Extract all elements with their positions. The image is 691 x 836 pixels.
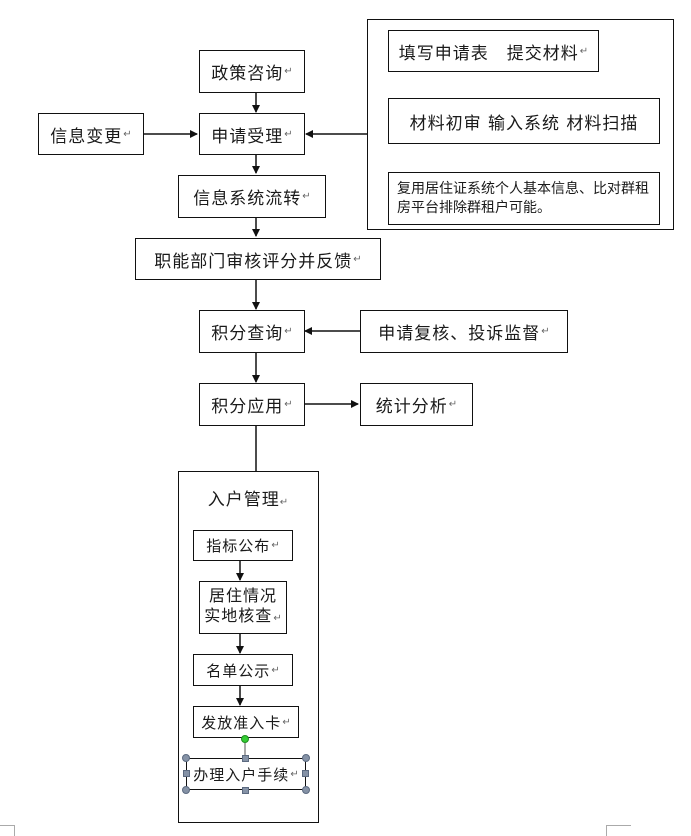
- score-query-box[interactable]: 积分查询↵: [199, 310, 305, 353]
- review-complaint-box[interactable]: 申请复核、投诉监督↵: [360, 310, 568, 353]
- initial-check-label: 材料初审 输入系统 材料扫描: [409, 113, 639, 134]
- return-mark-icon: ↵: [282, 716, 291, 728]
- reuse-info-box[interactable]: 复用居住证系统个人基本信息、比对群租房平台排除群租户可能。: [388, 172, 660, 225]
- issue-card-label: 发放准入卡: [201, 713, 282, 732]
- score-apply-box[interactable]: 积分应用↵: [199, 383, 305, 426]
- initial-check-box[interactable]: 材料初审 输入系统 材料扫描: [388, 98, 660, 144]
- reuse-info-label: 复用居住证系统个人基本信息、比对群租房平台排除群租户可能。: [397, 180, 649, 216]
- return-mark-icon: ↵: [273, 613, 282, 624]
- dept-review-label: 职能部门审核评分并反馈: [154, 251, 353, 272]
- return-mark-icon: ↵: [271, 540, 280, 551]
- resize-handle-top-right[interactable]: [302, 754, 310, 762]
- return-mark-icon: ↵: [284, 128, 293, 140]
- return-mark-icon: ↵: [271, 664, 280, 676]
- dept-review-box[interactable]: 职能部门审核评分并反馈↵: [135, 238, 381, 280]
- review-complaint-label: 申请复核、投诉监督: [378, 324, 541, 344]
- publish-quota-box[interactable]: 指标公布↵: [193, 530, 293, 561]
- apply-accept-box[interactable]: 申请受理↵: [199, 113, 305, 155]
- publish-quota-label: 指标公布: [206, 537, 271, 555]
- apply-accept-label: 申请受理: [211, 126, 284, 147]
- return-mark-icon: ↵: [353, 253, 362, 265]
- site-check-box[interactable]: 居住情况 实地核查↵: [199, 581, 287, 634]
- list-publicity-box[interactable]: 名单公示↵: [193, 654, 293, 686]
- info-flow-box[interactable]: 信息系统流转↵: [178, 175, 326, 218]
- return-mark-icon: ↵: [290, 768, 299, 780]
- return-mark-icon: ↵: [541, 326, 550, 337]
- site-check-line2: 实地核查: [204, 606, 273, 625]
- fill-form-label: 填写申请表 提交材料: [398, 43, 579, 64]
- resize-handle-right[interactable]: [302, 770, 309, 777]
- return-mark-icon: ↵: [279, 497, 290, 508]
- page-corner-mark-right: [606, 825, 631, 836]
- household-title: 入户管理↵: [207, 490, 290, 510]
- resize-handle-top[interactable]: [242, 755, 249, 762]
- issue-card-box[interactable]: 发放准入卡↵: [193, 706, 299, 738]
- return-mark-icon: ↵: [284, 399, 293, 410]
- return-mark-icon: ↵: [284, 66, 293, 77]
- fill-form-box[interactable]: 填写申请表 提交材料↵: [388, 30, 599, 72]
- resize-handle-top-left[interactable]: [182, 754, 190, 762]
- return-mark-icon: ↵: [123, 128, 132, 140]
- register-label: 办理入户手续: [193, 765, 290, 784]
- resize-handle-bottom[interactable]: [242, 787, 249, 794]
- info-flow-label: 信息系统流转: [193, 189, 302, 209]
- page-corner-mark-left: [0, 825, 15, 836]
- score-query-label: 积分查询: [211, 324, 284, 344]
- policy-consult-label: 政策咨询: [211, 64, 284, 84]
- resize-handle-bottom-left[interactable]: [182, 786, 190, 794]
- stat-analysis-label: 统计分析: [375, 397, 448, 417]
- site-check-line1: 居住情况: [208, 586, 277, 605]
- list-publicity-label: 名单公示: [206, 661, 271, 680]
- score-apply-label: 积分应用: [211, 397, 284, 417]
- return-mark-icon: ↵: [284, 326, 293, 337]
- register-box[interactable]: 办理入户手续↵: [186, 758, 306, 790]
- return-mark-icon: ↵: [579, 45, 589, 57]
- info-change-label: 信息变更: [50, 126, 123, 147]
- policy-consult-box[interactable]: 政策咨询↵: [199, 50, 305, 93]
- return-mark-icon: ↵: [448, 399, 458, 410]
- resize-handle-bottom-right[interactable]: [302, 786, 310, 794]
- resize-handle-left[interactable]: [183, 770, 190, 777]
- stat-analysis-box[interactable]: 统计分析↵: [360, 383, 473, 426]
- info-change-box[interactable]: 信息变更↵: [38, 113, 144, 155]
- return-mark-icon: ↵: [302, 191, 311, 202]
- rotate-handle[interactable]: [241, 735, 249, 743]
